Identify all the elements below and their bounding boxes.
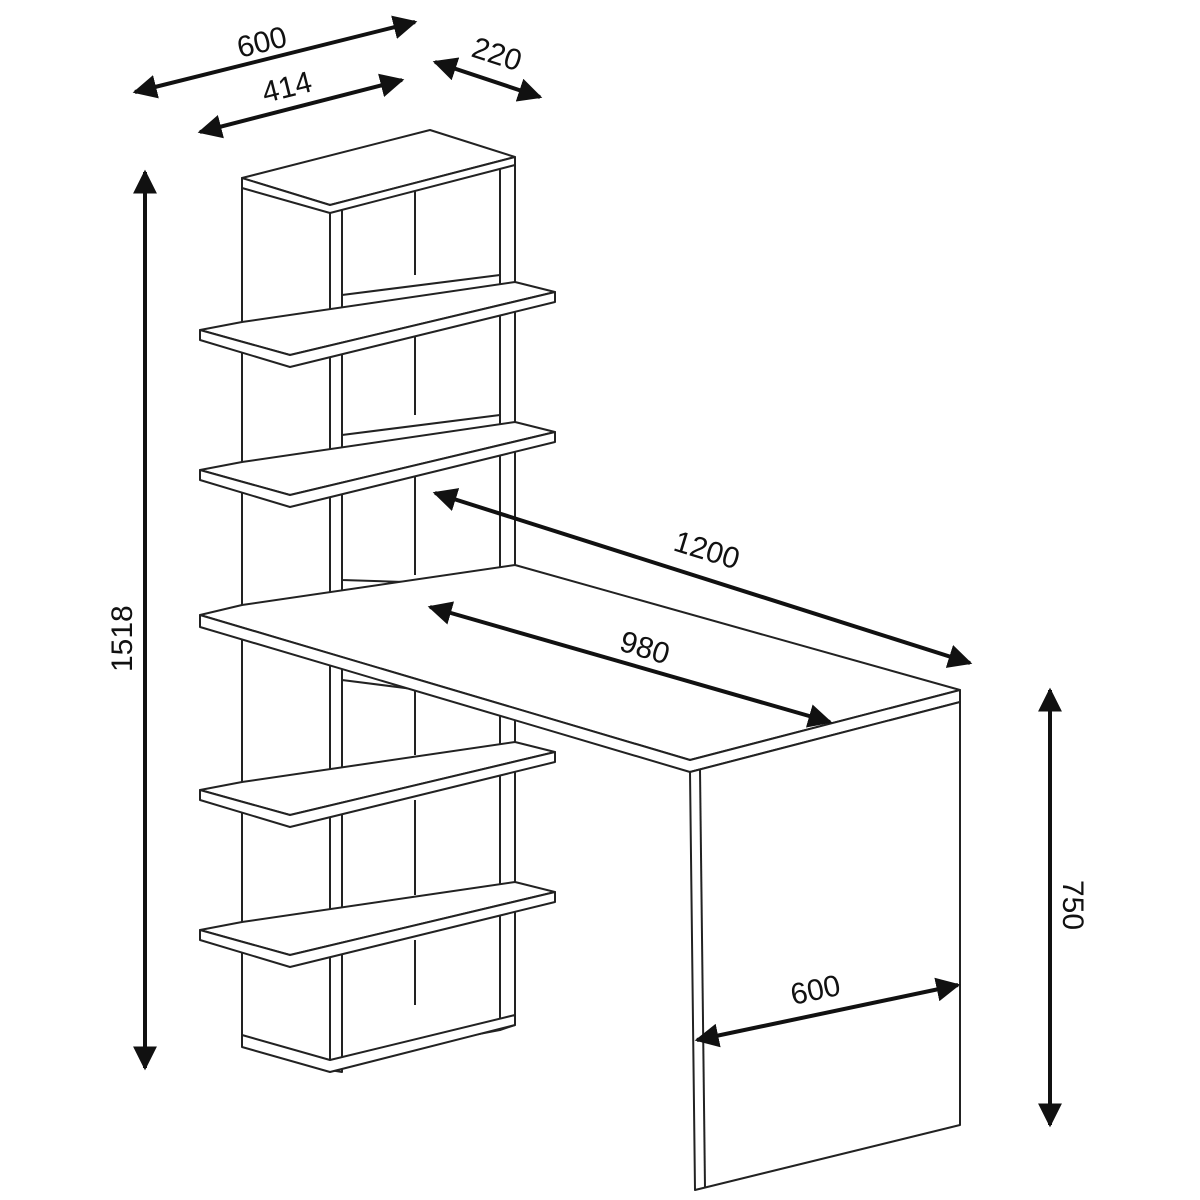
shelf-edge-1 (199, 291, 556, 368)
dim-desk-length: 1200 (670, 525, 743, 576)
bookcase-lower-back (341, 679, 501, 1061)
bookcase-bottom (241, 1014, 516, 1073)
dim-overall-width: 600 (234, 21, 291, 65)
shelves (199, 281, 556, 968)
dim-desk-height: 750 (1056, 880, 1089, 930)
bookcase-top-edge (241, 156, 516, 214)
bookcase-back-face (341, 164, 501, 586)
shelf-edge-4 (199, 891, 556, 968)
dim-total-height: 1518 (106, 605, 139, 672)
dimension-lines (132, 15, 1062, 1128)
desk-leg (689, 701, 961, 1191)
shelf-edge-3 (199, 751, 556, 828)
dim-depth: 220 (468, 31, 526, 78)
shelf-edge-2 (199, 431, 556, 508)
